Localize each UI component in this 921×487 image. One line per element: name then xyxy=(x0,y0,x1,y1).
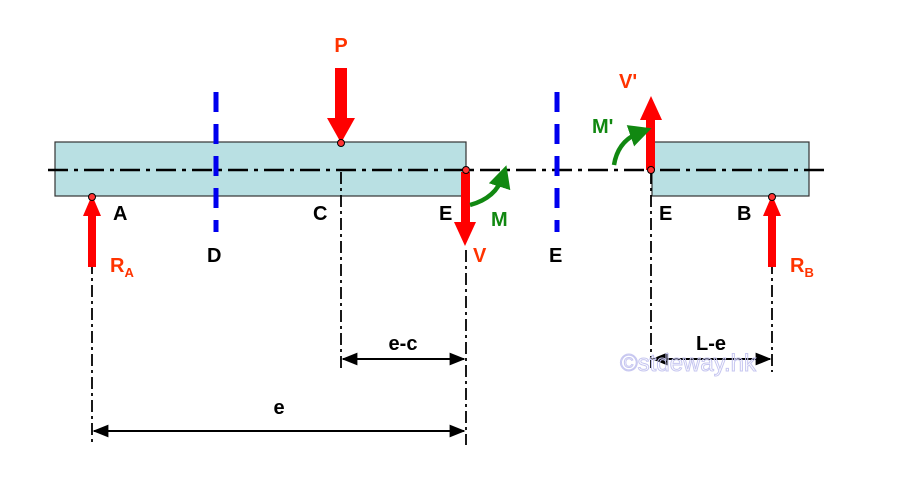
watermark: ©stdeway.hk xyxy=(620,350,757,377)
moment-m-prime-label: M' xyxy=(592,116,613,138)
shear-v-arrow xyxy=(454,172,476,246)
moment-m-prime-arrow xyxy=(611,125,652,166)
moment-m-label: M xyxy=(491,209,508,231)
point-label-b: B xyxy=(737,203,751,225)
support-point-b xyxy=(768,193,776,201)
point-label-e-left: E xyxy=(439,203,452,225)
load-point-c xyxy=(337,139,345,147)
reaction-ra-arrow xyxy=(83,195,101,267)
reaction-ra-label: RA xyxy=(110,255,134,280)
cut-point-e-right xyxy=(647,166,655,174)
left-beam-segment xyxy=(54,141,467,197)
reaction-rb-label: RB xyxy=(790,255,814,280)
dimension-label-e: e xyxy=(273,397,284,419)
point-label-e-section: E xyxy=(549,245,562,267)
point-label-a: A xyxy=(113,203,127,225)
cut-point-e-left xyxy=(462,166,470,174)
load-p-arrow xyxy=(327,68,355,143)
dimension-label-e-minus-c: e-c xyxy=(389,333,418,355)
support-point-a xyxy=(88,193,96,201)
point-label-c: C xyxy=(313,203,327,225)
moment-m-arrow xyxy=(469,165,511,208)
point-label-e-right: E xyxy=(659,203,672,225)
load-p-label: P xyxy=(334,35,347,57)
dimension-label-l-minus-e: L-e xyxy=(696,333,726,355)
reaction-rb-arrow xyxy=(763,195,781,267)
point-label-d: D xyxy=(207,245,221,267)
shear-v-label: V xyxy=(473,245,487,267)
shear-v-prime-label: V' xyxy=(619,71,637,93)
